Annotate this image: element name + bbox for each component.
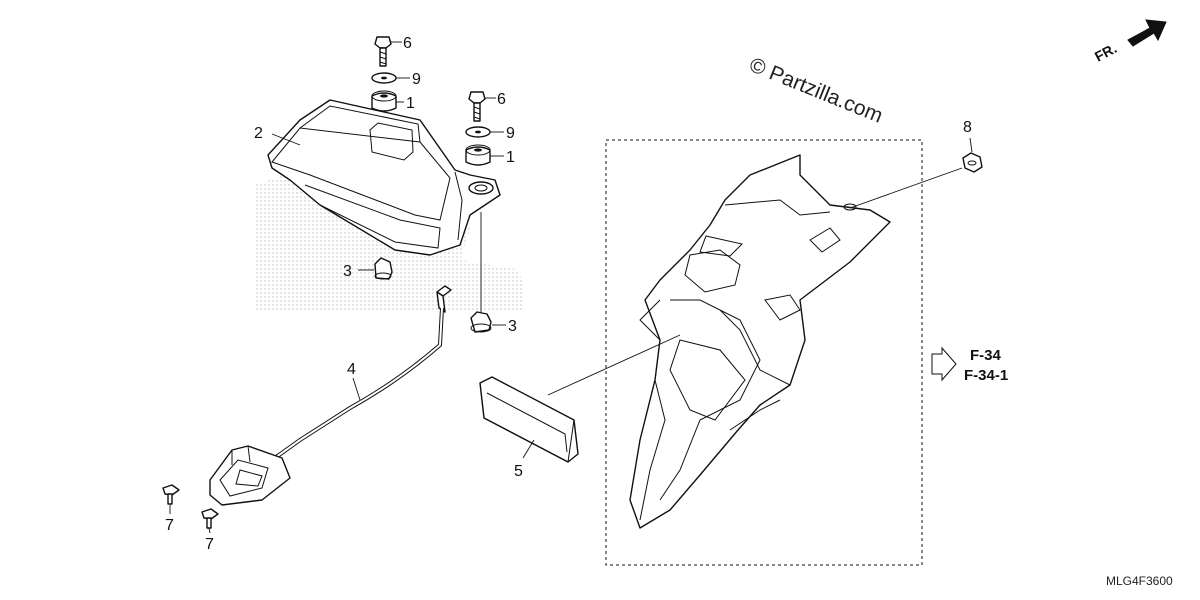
grommet-1-right	[465, 144, 491, 166]
front-label: FR.	[1092, 40, 1119, 65]
callout-5: 5	[514, 463, 523, 480]
reference-page-1[interactable]: F-34	[970, 347, 1002, 364]
reference-arrow-icon	[931, 346, 957, 382]
callout-9-left: 9	[412, 71, 421, 88]
license-light	[209, 445, 291, 506]
rear-fender	[629, 154, 891, 529]
front-arrow-icon	[1127, 19, 1167, 47]
nut-8	[962, 152, 983, 173]
diagram-code: MLG4F3600	[1106, 574, 1173, 588]
nut-3-right	[470, 212, 492, 333]
tail-light-assembly	[267, 99, 501, 256]
reference-link[interactable]: F-34 F-34-1	[931, 346, 1008, 384]
screw-7-left	[162, 484, 180, 505]
callout-9-right: 9	[506, 125, 515, 142]
callout-6-right: 6	[497, 91, 506, 108]
license-light-harness	[270, 285, 452, 462]
callout-6-left: 6	[403, 35, 412, 52]
bolt-6-left	[374, 36, 392, 67]
washer-9-right	[465, 126, 491, 138]
bolt-6-right	[468, 91, 486, 122]
watermark: © Partzilla.com	[746, 53, 886, 127]
callout-2: 2	[254, 125, 263, 142]
reference-page-2[interactable]: F-34-1	[964, 367, 1008, 384]
grommet-1-left	[371, 90, 397, 112]
callout-8: 8	[963, 119, 972, 136]
callout-7-right: 7	[205, 536, 214, 553]
callout-3-left: 3	[343, 263, 352, 280]
callout-4: 4	[347, 361, 356, 378]
washer-9-left	[371, 72, 397, 84]
fender-group-outline	[605, 139, 923, 566]
nut-3-left	[374, 257, 393, 280]
front-indicator: FR.	[1092, 19, 1167, 65]
screw-7-right	[201, 508, 219, 529]
callout-7-left: 7	[165, 517, 174, 534]
callout-1-right: 1	[506, 149, 515, 166]
leader-lines	[169, 41, 973, 534]
reflector	[479, 376, 579, 463]
callout-1-left: 1	[406, 95, 415, 112]
callout-3-right: 3	[508, 318, 517, 335]
